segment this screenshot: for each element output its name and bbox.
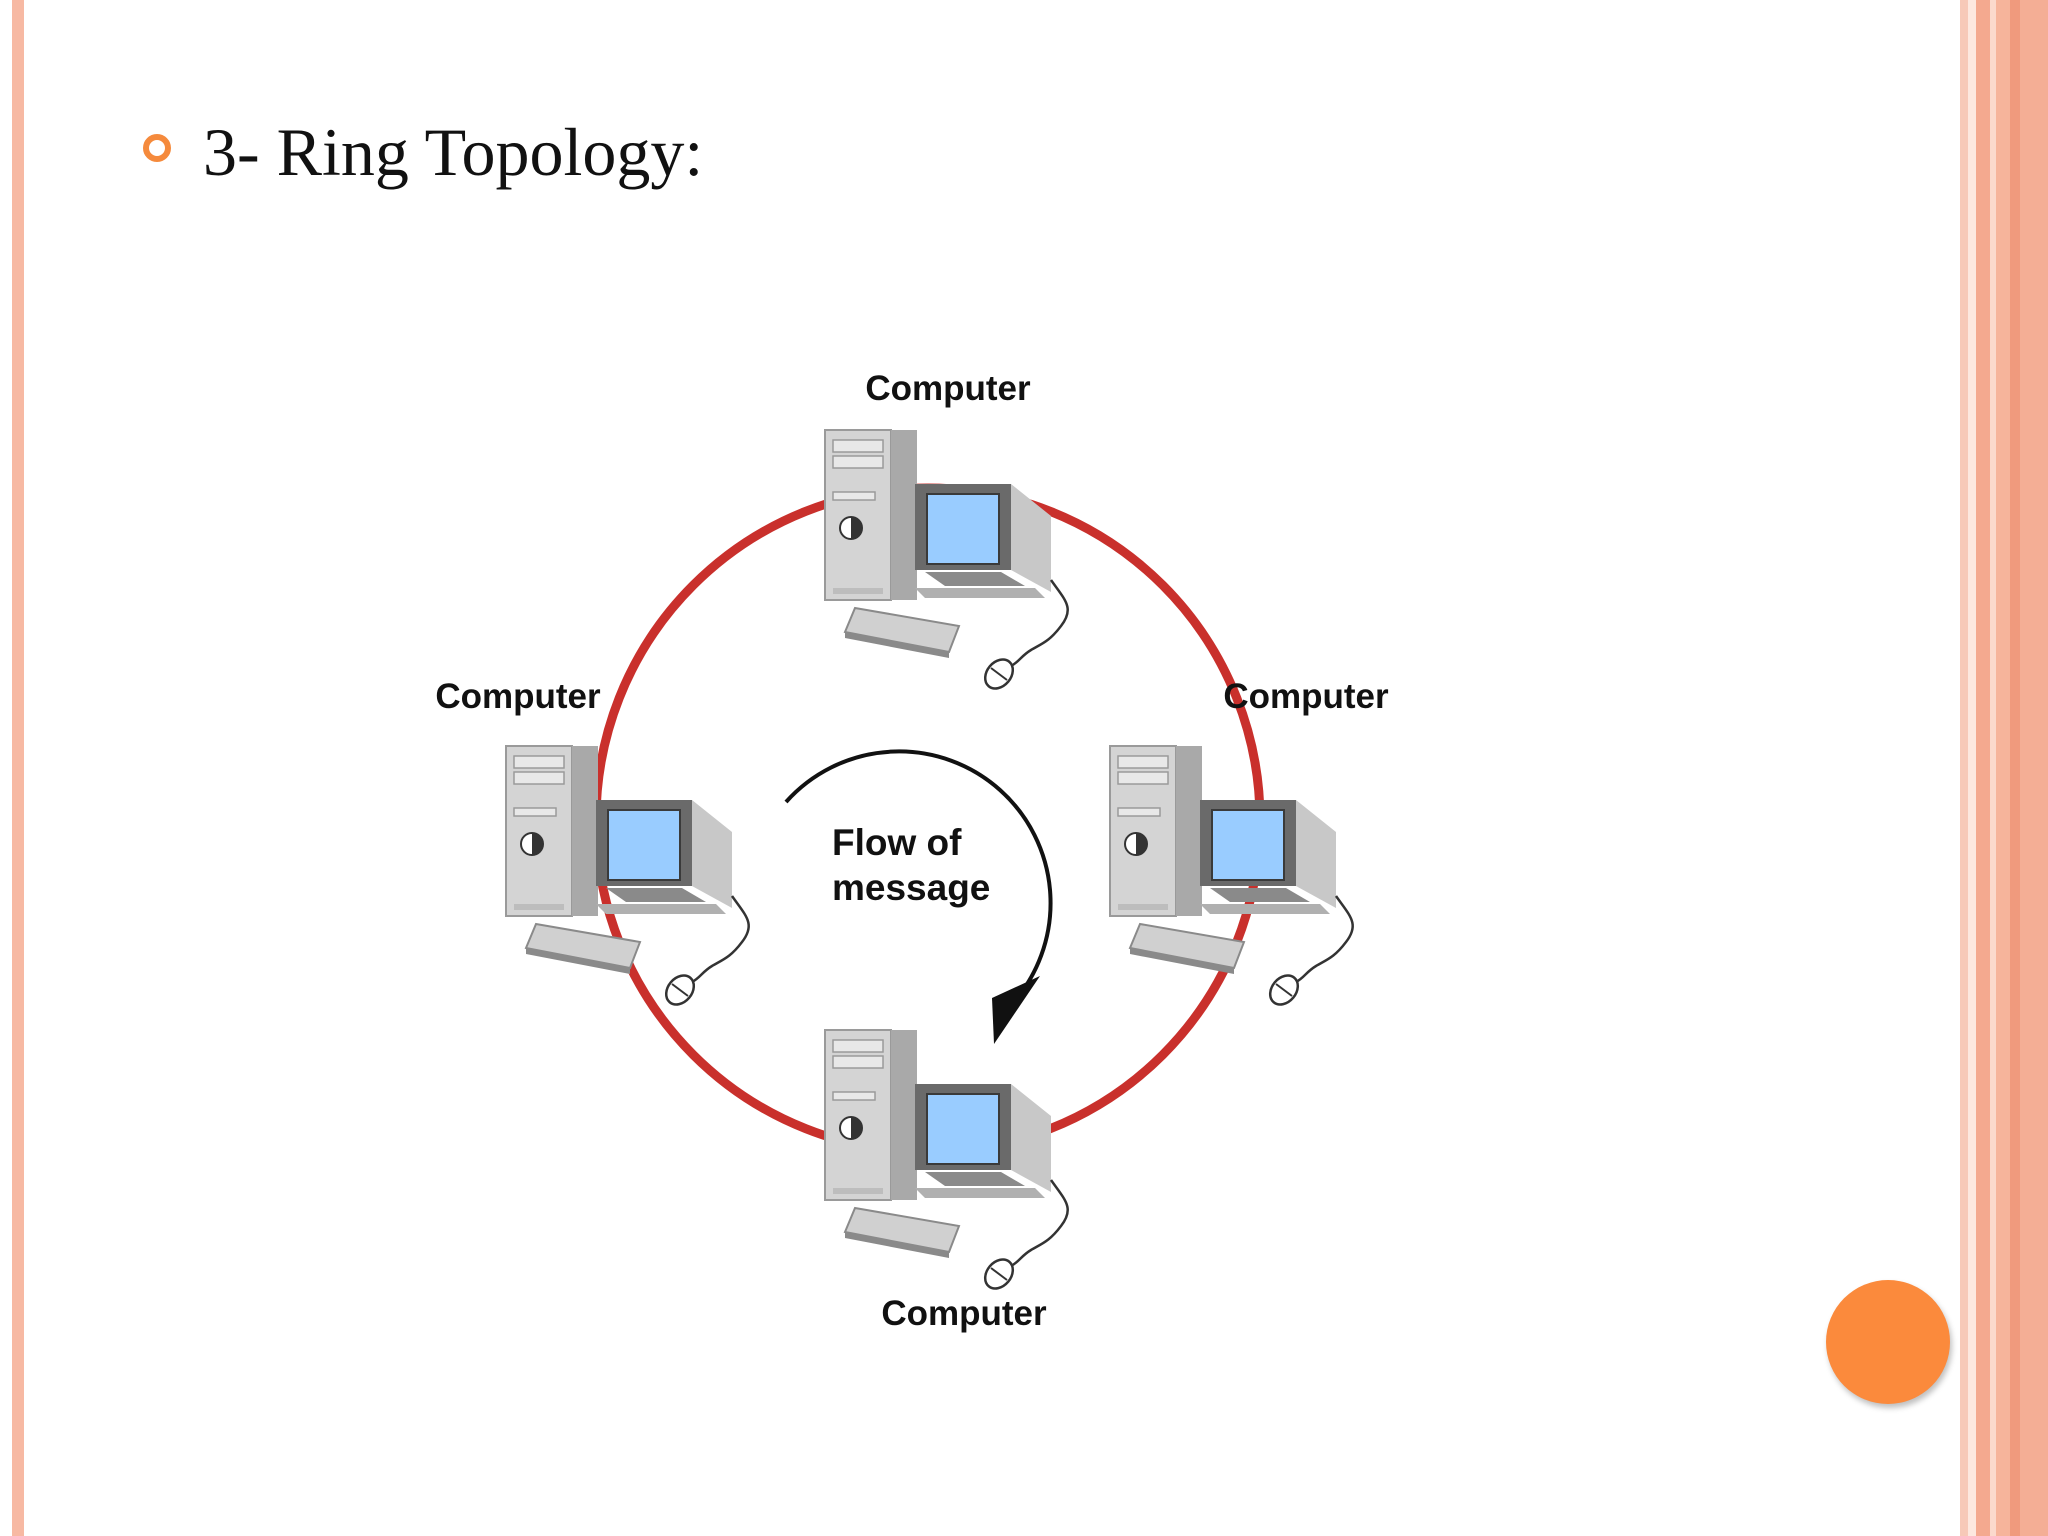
slide-title: 3- Ring Topology:: [203, 114, 704, 190]
computer-node-left: [504, 744, 750, 1012]
computer-label-right: Computer: [1223, 677, 1389, 716]
left-border-bar: [12, 0, 24, 1536]
computer-label-top: Computer: [865, 369, 1031, 408]
computer-node-right: [1108, 744, 1354, 1012]
flow-label-line1: Flow of: [832, 822, 962, 863]
orange-circle-decoration: [1826, 1280, 1950, 1404]
ring-topology-diagram: Computer Computer Computer Computer Flow…: [435, 369, 1389, 1333]
flow-arc: [784, 749, 1053, 1006]
right-border-frame: [1960, 0, 2048, 1536]
flow-arrowhead-icon: [992, 976, 1040, 1044]
computer-label-left: Computer: [435, 677, 601, 716]
title-row: 3- Ring Topology:: [143, 118, 703, 186]
computer-node-bottom: [823, 1028, 1069, 1296]
flow-label-line2: message: [832, 867, 990, 908]
bullet-ring-icon: [143, 134, 171, 162]
computer-label-bottom: Computer: [881, 1294, 1047, 1333]
computer-node-top: [823, 428, 1069, 696]
